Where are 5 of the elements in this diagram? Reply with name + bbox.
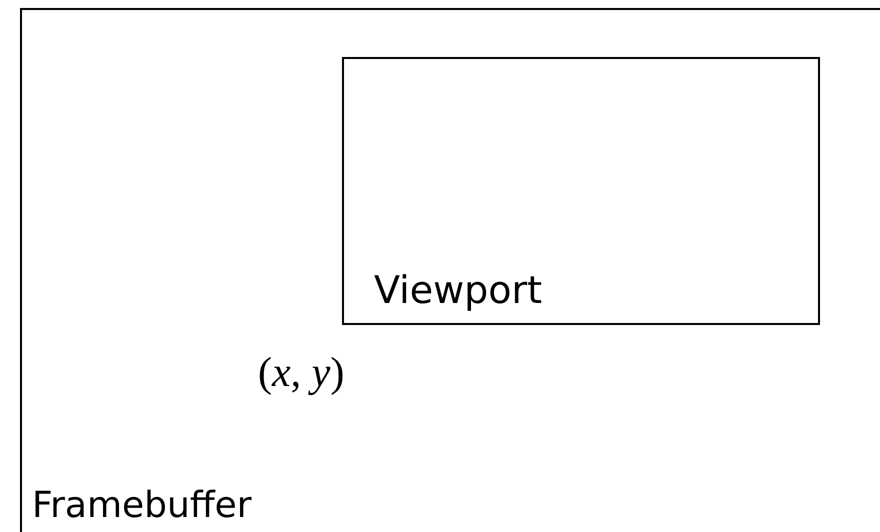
box-label: Framebuffer xyxy=(32,488,252,524)
viewport-box xyxy=(342,57,820,325)
box-label: Viewport xyxy=(374,271,542,309)
framebuffer-box xyxy=(20,8,880,532)
coordinate-label: (x, y) xyxy=(258,352,344,394)
